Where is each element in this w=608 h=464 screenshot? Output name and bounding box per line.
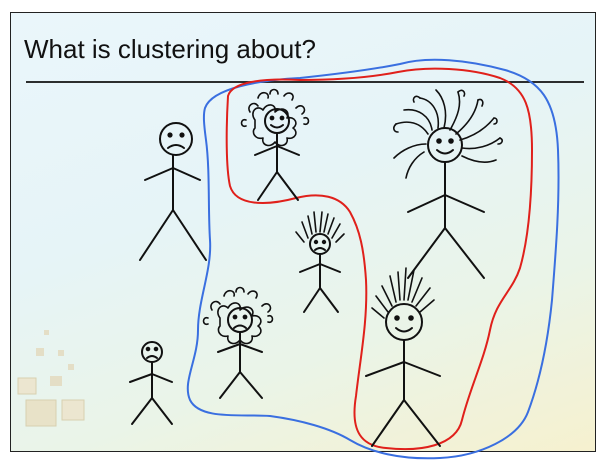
slide-title: What is clustering about? bbox=[24, 34, 316, 64]
spiky-hair bbox=[295, 211, 345, 243]
figure-sad-large bbox=[139, 122, 207, 261]
figure-spiky-large bbox=[365, 267, 441, 447]
inner-cluster-outline bbox=[225, 67, 534, 451]
wild-hair bbox=[393, 89, 503, 179]
outer-cluster-outline bbox=[186, 58, 560, 460]
figure-spiky-small bbox=[295, 211, 345, 313]
curly-hair bbox=[240, 88, 310, 147]
figure-wild-hair-large bbox=[393, 89, 503, 279]
figure-sad-small bbox=[129, 341, 173, 425]
figure-curly-top bbox=[240, 88, 310, 201]
spiky-hair-large bbox=[371, 267, 435, 319]
curly-hair-bottom bbox=[202, 286, 274, 345]
slide-canvas bbox=[10, 12, 596, 452]
figure-curly-bottom bbox=[202, 286, 274, 399]
